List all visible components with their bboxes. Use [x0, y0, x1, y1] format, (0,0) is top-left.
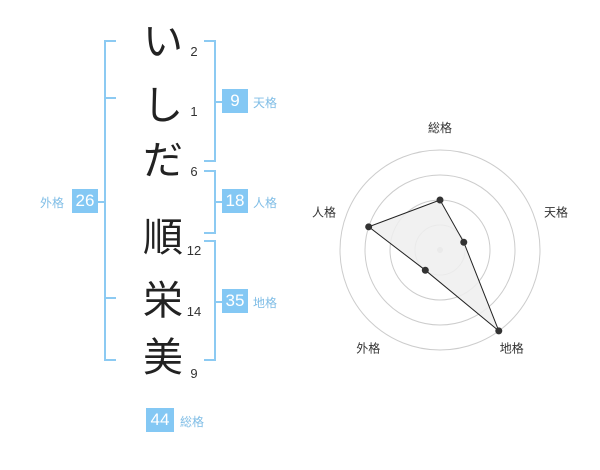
chikaku-bracket [204, 240, 216, 361]
radar-ring-4 [339, 149, 541, 351]
given-stroke-3: 9 [190, 366, 198, 381]
given-char-1: 順 [143, 215, 183, 261]
radar-polygon [367, 199, 500, 332]
jinkaku-label: 人格 [253, 196, 278, 210]
jinkaku-badge: 18 [222, 189, 248, 213]
soukaku-label: 総格 [180, 415, 205, 429]
given-stroke-2: 14 [186, 304, 202, 319]
radar-point-2 [460, 238, 468, 246]
radar-axis-label-3: 地格 [500, 341, 524, 356]
radar-ring-3 [364, 174, 516, 326]
radar-point-4 [421, 266, 429, 274]
gaikaku-label: 外格 [40, 196, 65, 210]
surname-stroke-3: 6 [190, 164, 198, 179]
radar-point-3 [495, 327, 503, 335]
radar-axis-label-1: 総格 [428, 120, 452, 135]
chikaku-label: 地格 [253, 296, 278, 310]
surname-stroke-1: 2 [190, 44, 198, 59]
surname-char-1: い [143, 19, 183, 65]
tenkaku-tick [214, 101, 222, 103]
gaikaku-tick [96, 201, 106, 203]
radar-point-1 [436, 196, 444, 204]
radar-axis-label-4: 外格 [356, 341, 380, 356]
surname-char-2: し [143, 83, 183, 129]
chikaku-badge: 35 [222, 289, 248, 313]
radar-axis-label-5: 人格 [312, 204, 336, 219]
gaikaku-tick-lower [104, 297, 116, 299]
given-char-2: 栄 [143, 278, 183, 324]
radar-point-5 [365, 223, 373, 231]
tenkaku-label: 天格 [253, 96, 278, 110]
surname-char-3: だ [143, 138, 183, 184]
jinkaku-tick [214, 201, 222, 203]
gaikaku-tick-upper [104, 97, 116, 99]
chikaku-tick [214, 301, 222, 303]
radar-axis-label-2: 天格 [544, 204, 568, 219]
tenkaku-badge: 9 [222, 89, 248, 113]
gaikaku-badge: 26 [72, 189, 98, 213]
surname-stroke-2: 1 [190, 104, 198, 119]
gaikaku-bracket [104, 40, 116, 361]
soukaku-badge: 44 [146, 408, 174, 432]
given-char-3: 美 [143, 335, 183, 381]
given-stroke-1: 12 [186, 243, 202, 258]
